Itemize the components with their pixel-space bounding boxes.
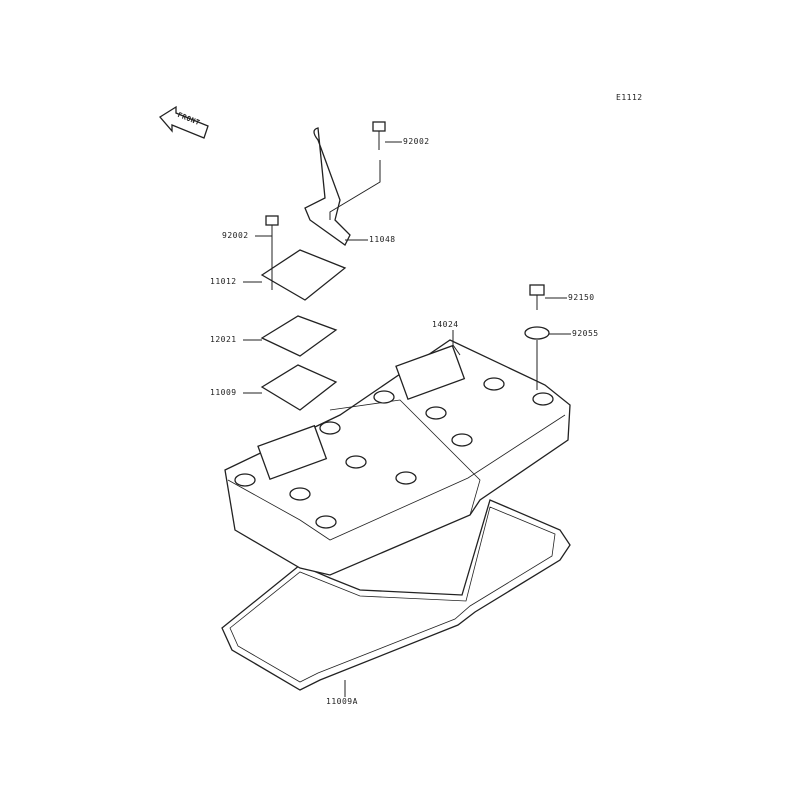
small-gasket-drawing: [260, 364, 338, 411]
part-label-92002-left[interactable]: 92002: [222, 231, 249, 240]
part-label-92055[interactable]: 92055: [572, 329, 599, 338]
part-label-11009[interactable]: 11009: [210, 388, 237, 397]
head-cover-drawing: [224, 339, 571, 576]
part-label-12021[interactable]: 12021: [210, 335, 237, 344]
cover-plate-drawing: [260, 249, 347, 301]
reed-plate-drawing: [260, 315, 338, 357]
head-cover-gasket-drawing: [221, 499, 571, 691]
bracket-drawing: [304, 127, 351, 246]
part-label-11012[interactable]: 11012: [210, 277, 237, 286]
part-label-92002-top[interactable]: 92002: [403, 137, 430, 146]
part-label-11009a[interactable]: 11009A: [326, 697, 358, 706]
leader-lines: [243, 141, 571, 697]
part-label-92150[interactable]: 92150: [568, 293, 595, 302]
part-label-14024[interactable]: 14024: [432, 320, 459, 329]
bolt-drawings: [265, 121, 550, 340]
diagram-code: E1112: [616, 93, 643, 102]
front-arrow-icon: [159, 105, 209, 139]
part-label-11048[interactable]: 11048: [369, 235, 396, 244]
